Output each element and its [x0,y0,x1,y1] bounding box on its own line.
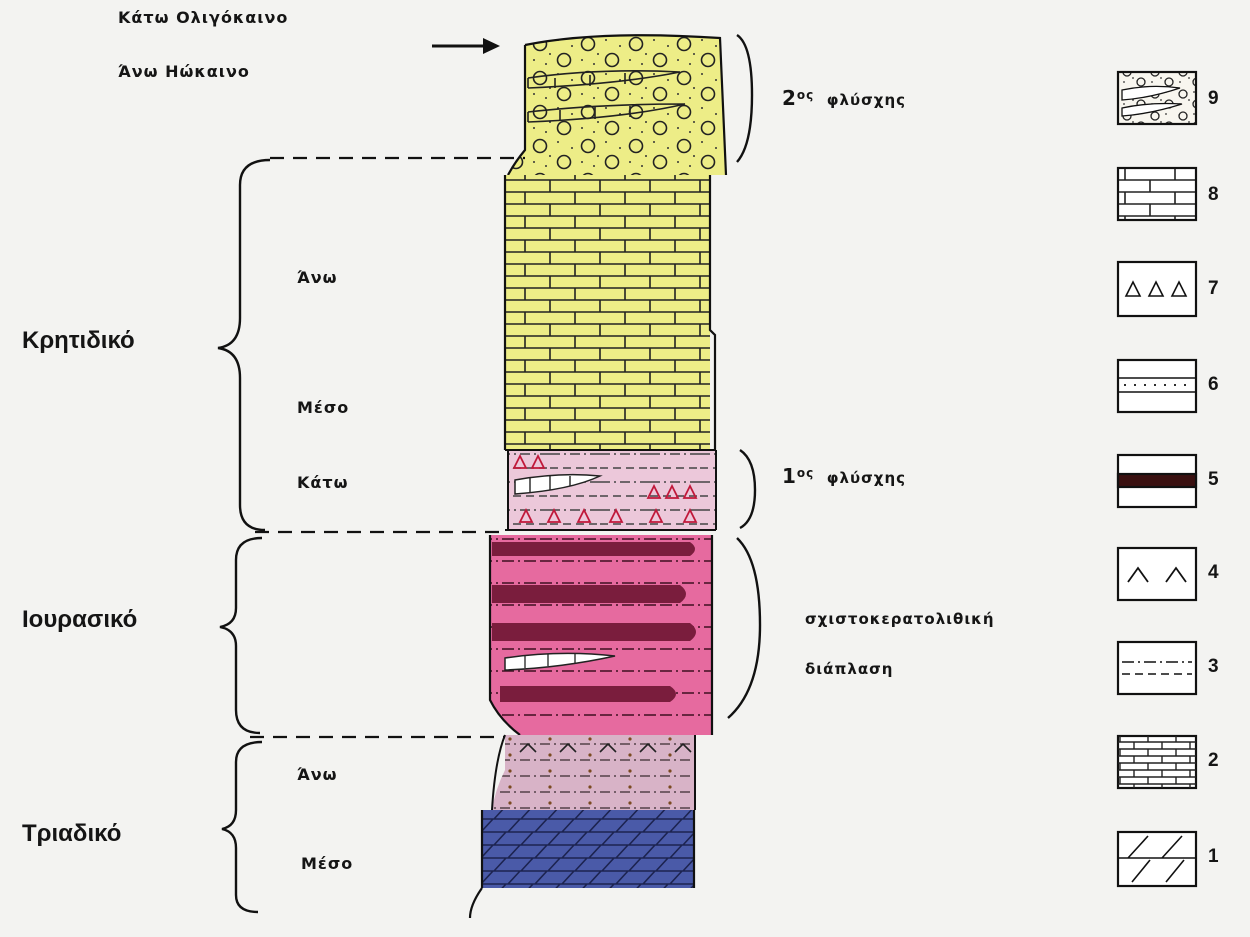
brace-triassic [222,742,262,912]
formation-brackets [728,35,760,718]
label-triassic: Τριαδικό [22,820,121,848]
legend-item-1 [1118,832,1196,886]
legend-number-9: 9 [1208,88,1219,110]
legend-item-7 [1118,262,1196,316]
label-lower-oligocene: Κάτω Ολιγόκαινο [118,8,288,27]
label-cretaceous: Κρητιδικό [22,327,135,355]
legend-item-5 [1118,455,1196,507]
legend-number-2: 2 [1208,750,1219,772]
label-flysch-2: 2ος φλύσχης [782,86,906,110]
bracket-flysch-1 [740,450,755,528]
layer-triassic-upper [492,735,695,810]
bracket-flysch-2 [737,35,752,162]
bracket-schist-chert [728,538,760,718]
brace-cretaceous [218,160,270,530]
period-boundary-lines [250,158,525,737]
legend-number-5: 5 [1208,469,1219,491]
legend-item-3 [1118,642,1196,694]
legend-item-6 [1118,360,1196,412]
label-jurassic: Ιουρασικό [22,606,137,634]
label-cretaceous-middle: Μέσο [297,398,349,417]
label-upper-eocene: Άνω Ηώκαινο [118,62,250,81]
legend-item-2 [1118,736,1196,788]
stratigraphic-column [470,35,726,918]
label-triassic-upper: Άνω [297,765,338,784]
label-triassic-middle: Μέσο [301,854,353,873]
label-schist-chert-formation-2: διάπλαση [805,660,893,678]
legend-number-7: 7 [1208,278,1219,300]
brace-jurassic [220,538,262,733]
legend-number-4: 4 [1208,562,1219,584]
label-schist-chert-formation: σχιστοκερατολιθική [805,610,995,628]
legend-number-8: 8 [1208,184,1219,206]
boundary-arrow [432,38,500,54]
period-braces [218,160,270,912]
layer-dolomite-triassic [482,810,694,888]
legend-number-1: 1 [1208,846,1219,868]
legend-item-9 [1118,72,1196,124]
label-cretaceous-lower: Κάτω [297,473,349,492]
legend-number-3: 3 [1208,656,1219,678]
legend-item-4 [1118,548,1196,600]
legend-item-8 [1118,168,1196,220]
legend [1118,72,1196,886]
layer-limestone-cretaceous [505,175,710,450]
label-flysch-1: 1ος φλύσχης [782,464,906,488]
legend-number-6: 6 [1208,374,1219,396]
label-cretaceous-upper: Άνω [297,268,338,287]
